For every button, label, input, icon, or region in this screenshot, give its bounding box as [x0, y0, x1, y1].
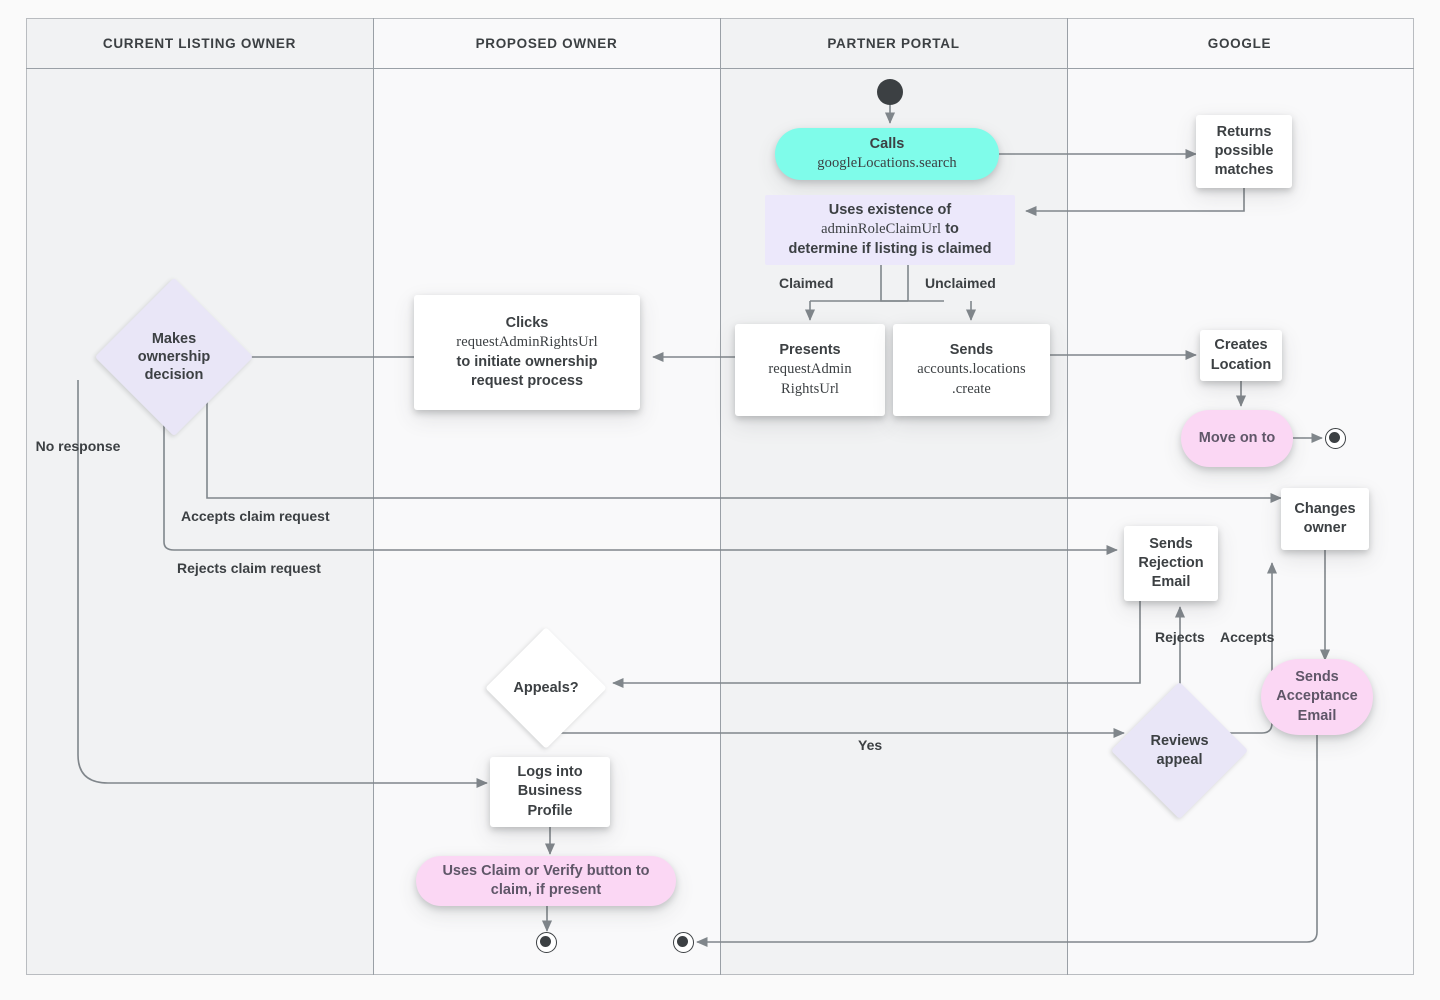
node-clicks-line3: to initiate ownership	[456, 353, 598, 370]
node-clicks-line2: requestAdminRightsUrl	[456, 334, 598, 351]
edge-label-accepts: Accepts	[1220, 629, 1275, 645]
node-uses-existence-admin-role-claim-url[interactable]: Uses existence of adminRoleClaimUrl to d…	[765, 195, 1015, 265]
node-reviews-appeal-label: Reviews appeal	[1150, 733, 1209, 768]
node-returns-possible-matches[interactable]: Returns possible matches	[1196, 115, 1292, 188]
node-presents-line1: Presents	[779, 342, 841, 359]
node-reviews-appeal[interactable]: Reviews appeal	[1110, 681, 1249, 820]
node-presents-request-admin-rights-url[interactable]: Presents requestAdmin RightsUrl	[735, 324, 885, 416]
edge-label-rejects: Rejects	[1155, 629, 1205, 645]
edge-label-rejects-claim-request: Rejects claim request	[177, 560, 321, 576]
node-uses-existence-suffix: to	[941, 221, 959, 238]
node-calls-line2: googleLocations.search	[817, 155, 957, 171]
node-changes-owner-label: Changes owner	[1294, 500, 1356, 536]
node-sends-rejection-email[interactable]: Sends Rejection Email	[1124, 526, 1218, 601]
node-logs-into-business-profile[interactable]: Logs into Business Profile	[490, 757, 610, 827]
node-presents-line2: requestAdmin	[768, 361, 852, 378]
node-sends-acceptance-email-label: Sends Acceptance Email	[1276, 669, 1358, 724]
node-move-on-to[interactable]: Move on to	[1181, 410, 1293, 467]
lane-header-row: CURRENT LISTING OWNER PROPOSED OWNER PAR…	[26, 18, 1414, 68]
node-makes-ownership-decision[interactable]: Makes ownership decision	[94, 277, 254, 437]
node-uses-existence-code: adminRoleClaimUrl	[821, 221, 942, 238]
node-makes-ownership-decision-label: Makes ownership decision	[137, 330, 211, 384]
node-clicks-line4: request process	[470, 372, 584, 389]
node-clicks-line1: Clicks	[505, 315, 549, 332]
start-node	[877, 79, 903, 105]
lane-bg-current-listing-owner	[27, 19, 374, 974]
end-node-google	[1325, 428, 1346, 449]
node-uses-existence-line2: adminRoleClaimUrl to	[821, 220, 959, 239]
end-node-proposed	[536, 932, 557, 953]
node-sends-create-line3: .create	[952, 380, 991, 397]
node-uses-existence-line3: determine if listing is claimed	[788, 240, 992, 257]
node-uses-claim-or-verify-label: Uses Claim or Verify button to claim, if…	[442, 862, 650, 898]
edge-label-no-response: No response	[35, 438, 121, 454]
lane-header-proposed-owner: PROPOSED OWNER	[475, 35, 618, 51]
node-creates-location[interactable]: Creates Location	[1200, 330, 1282, 381]
node-uses-claim-or-verify-button[interactable]: Uses Claim or Verify button to claim, if…	[416, 856, 676, 906]
node-logs-into-label: Logs into Business Profile	[517, 764, 583, 819]
node-creates-location-label: Creates Location	[1210, 337, 1272, 373]
edge-label-claimed: Claimed	[779, 275, 834, 291]
node-sends-accounts-locations-create[interactable]: Sends accounts.locations .create	[893, 324, 1050, 416]
lane-divider-1	[373, 18, 374, 975]
lane-header-current-listing-owner: CURRENT LISTING OWNER	[102, 35, 297, 51]
lane-divider-3	[1067, 18, 1068, 975]
node-sends-rejection-email-label: Sends Rejection Email	[1138, 535, 1204, 591]
lane-header-google: GOOGLE	[1207, 35, 1272, 51]
node-appeals-label: Appeals?	[513, 679, 579, 696]
node-sends-create-line1: Sends	[949, 342, 994, 359]
node-calls-google-locations-search[interactable]: Calls googleLocations.search	[775, 128, 999, 180]
node-changes-owner[interactable]: Changes owner	[1281, 488, 1369, 550]
lane-bg-proposed-owner	[374, 19, 721, 974]
node-appeals-decision[interactable]: Appeals?	[485, 627, 607, 749]
node-presents-line3: RightsUrl	[780, 380, 840, 397]
edge-label-unclaimed: Unclaimed	[925, 275, 996, 291]
node-returns-possible-matches-label: Returns possible matches	[1214, 123, 1274, 179]
lane-divider-2	[720, 18, 721, 975]
edge-label-accepts-claim-request: Accepts claim request	[181, 508, 330, 524]
node-calls-line1: Calls	[869, 135, 905, 152]
node-clicks-request-admin-rights-url[interactable]: Clicks requestAdminRightsUrl to initiate…	[414, 295, 640, 410]
node-sends-create-line2: accounts.locations	[917, 361, 1026, 378]
node-uses-existence-line1: Uses existence of	[828, 202, 952, 219]
lane-header-partner-portal: PARTNER PORTAL	[827, 35, 960, 51]
edge-label-yes: Yes	[858, 737, 883, 753]
end-node-partner	[673, 932, 694, 953]
node-move-on-to-label: Move on to	[1198, 429, 1276, 446]
node-sends-acceptance-email[interactable]: Sends Acceptance Email	[1261, 659, 1373, 735]
